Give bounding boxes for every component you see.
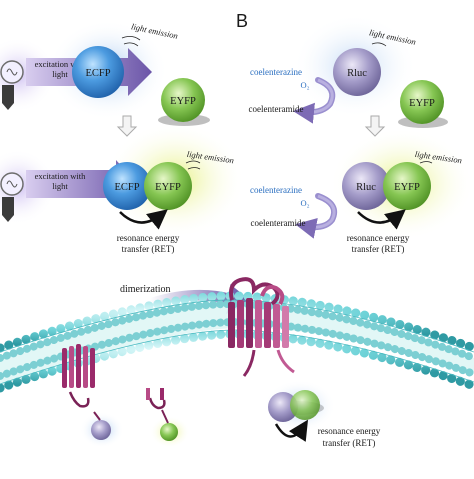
- excitation-label-2: light: [52, 69, 68, 79]
- ret-label-m1: resonance energy: [318, 426, 381, 436]
- ecfp-label-2: ECFP: [114, 182, 139, 193]
- rluc-label-2: Rluc: [356, 182, 376, 193]
- ret-label-b1: resonance energy: [347, 233, 410, 243]
- receptor-left-2: [146, 388, 166, 410]
- panel-b: B coelenterazine O₂ coelenteramide Rluc …: [236, 11, 474, 254]
- panel-a: excitation with light ECFP light emissio…: [0, 20, 245, 254]
- ret-label-2: transfer (RET): [122, 244, 175, 254]
- ret-label-1: resonance energy: [117, 233, 180, 243]
- substrate-label-2: coelenterazine: [250, 185, 302, 195]
- lightbulb-icon: [0, 172, 24, 222]
- rluc-sphere-dimer: [268, 392, 298, 422]
- oxygen-label-2: O₂: [300, 198, 309, 208]
- eyfp-sphere-b: [400, 80, 444, 124]
- panel-a-top: excitation with light ECFP light emissio…: [0, 20, 210, 126]
- eyfp-sphere: [161, 78, 205, 122]
- ret-arrow-b: [357, 209, 406, 230]
- rluc-sphere-2: [342, 162, 390, 210]
- receptor-left: [62, 344, 95, 408]
- ret-arrow-membrane: [274, 419, 309, 442]
- eyfp-sphere-b2: [383, 162, 431, 210]
- dimerization-label: dimerization: [120, 284, 171, 295]
- eyfp-label-b: EYFP: [409, 98, 435, 109]
- oxygen-label: O₂: [300, 80, 309, 90]
- panel-a-bottom: excitation with light ECFP EYFP light em…: [0, 122, 245, 254]
- eyfp-sphere-2: [144, 162, 192, 210]
- receptor-dimer: [228, 277, 295, 377]
- ret-label-b2: transfer (RET): [352, 244, 405, 254]
- ecfp-sphere-2: [103, 162, 151, 210]
- lightbulb-icon: [0, 60, 24, 110]
- eyfp-sphere-membrane: [160, 423, 178, 441]
- ecfp-label: ECFP: [85, 68, 110, 79]
- excitation-label-b2: light: [52, 181, 68, 191]
- panel-b-letter: B: [236, 11, 248, 31]
- eyfp-label: EYFP: [170, 96, 196, 107]
- product-label-2: coelenteramide: [251, 218, 306, 228]
- rluc-label: Rluc: [347, 68, 367, 79]
- ret-arrow: [119, 209, 168, 230]
- eyfp-sphere-dimer: [290, 390, 320, 420]
- rluc-sphere: [333, 48, 381, 96]
- eyfp-label-2: EYFP: [155, 182, 181, 193]
- panel-b-bottom: coelenterazine O₂ coelenteramide Rluc EY…: [250, 128, 474, 254]
- excitation-label-b1: excitation with: [35, 171, 87, 181]
- rluc-sphere-membrane: [91, 420, 111, 440]
- panel-b-top: coelenterazine O₂ coelenteramide Rluc li…: [249, 14, 448, 128]
- ecfp-sphere: [72, 46, 124, 98]
- product-label: coelenteramide: [249, 104, 304, 114]
- ret-label-m2: transfer (RET): [323, 438, 376, 448]
- excitation-label: excitation with: [35, 59, 87, 69]
- down-arrow: [116, 115, 138, 137]
- eyfp-label-b2: EYFP: [394, 182, 420, 193]
- substrate-label: coelenterazine: [250, 67, 302, 77]
- membrane-panel: dimerization: [0, 277, 474, 448]
